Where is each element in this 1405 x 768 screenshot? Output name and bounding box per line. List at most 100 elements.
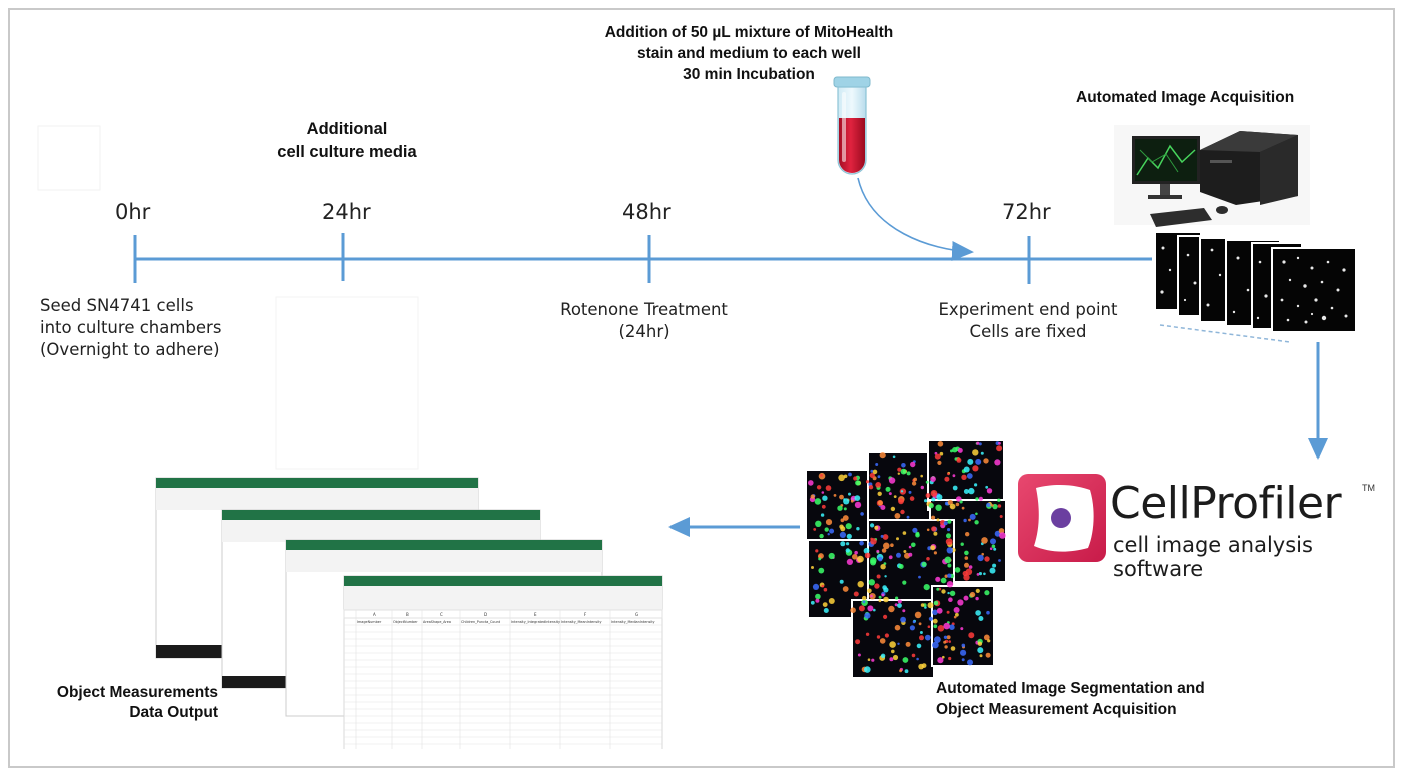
segmented-cell-mark	[953, 607, 960, 613]
segmented-cell-mark	[977, 554, 984, 562]
end-point-note: Experiment end point Cells are fixed	[938, 300, 1118, 341]
segmented-cell-mark	[981, 552, 984, 556]
segmented-cell-mark	[969, 591, 976, 598]
segmented-cell-mark	[984, 590, 990, 596]
segmented-cell-mark	[897, 603, 902, 608]
segmented-cell-mark	[900, 468, 907, 475]
segmented-cell-mark	[918, 663, 924, 670]
segmented-cell-mark	[963, 466, 970, 473]
segmented-cell-mark	[935, 504, 942, 511]
segmented-cell-mark	[975, 588, 980, 594]
segmented-cell-mark	[819, 533, 824, 539]
segmented-cell-mark	[888, 605, 895, 613]
segmented-cell-mark	[839, 579, 844, 584]
segmented-cell-mark	[963, 518, 967, 523]
segmented-cell-mark	[994, 459, 1001, 466]
segmented-cell-mark	[883, 542, 890, 550]
segmented-cell-mark	[987, 639, 991, 643]
cellprofiler-trademark: TM	[1362, 483, 1375, 493]
segmented-cell-mark	[936, 587, 940, 591]
segmented-cell-mark	[856, 527, 860, 531]
segmented-cell-mark	[931, 497, 936, 502]
segmented-cell-mark	[897, 642, 900, 645]
segmented-cell-mark	[818, 557, 822, 561]
segmented-cell-mark	[956, 457, 962, 463]
segmented-cell-mark	[992, 563, 997, 568]
segmented-cell-mark	[943, 521, 948, 526]
sheet-header-cell: Intensity_MedianIntensity	[611, 620, 655, 624]
segmented-cell-mark	[897, 467, 902, 472]
segmented-cell-mark	[927, 602, 934, 609]
sheet-header-cell: ObjectNumber	[393, 620, 418, 624]
segmented-cell-mark	[941, 589, 946, 594]
segmented-cell-mark	[870, 594, 873, 598]
sheet-column-letter: D	[484, 612, 487, 617]
rotenone-note: Rotenone Treatment (24hr)	[560, 300, 728, 341]
segmented-cell-mark	[936, 494, 943, 501]
segmented-cell-mark	[854, 501, 862, 509]
segmented-cell-mark	[839, 494, 844, 500]
segmented-cell-mark	[977, 641, 983, 646]
segmented-cell-mark	[963, 595, 969, 601]
sheet-column-letter: G	[635, 612, 638, 617]
segmented-cell-mark	[974, 520, 979, 525]
segmented-cell-mark	[919, 635, 924, 641]
segmented-cell-mark	[969, 513, 976, 520]
segmented-cell-mark	[947, 472, 950, 476]
segmented-cell-mark	[876, 549, 880, 553]
segmented-cell-mark	[903, 550, 907, 553]
segmented-cell-mark	[885, 486, 891, 492]
segmented-cell-mark	[908, 490, 912, 494]
segmented-cell-mark	[975, 497, 979, 501]
segmented-cell-mark	[867, 658, 871, 661]
segmented-cell-mark	[842, 586, 849, 592]
segmented-cell-mark	[867, 605, 874, 612]
segmented-cell-mark	[932, 609, 938, 616]
segmented-cell-mark	[821, 504, 826, 509]
segmentation-images-collage	[805, 439, 1007, 679]
segmented-cell-mark	[924, 499, 928, 503]
segmented-cell-mark	[877, 491, 882, 496]
segmented-cell-mark	[962, 570, 968, 577]
segmentation-label: Automated Image Segmentation and Object …	[936, 680, 1205, 718]
segmented-cell-mark	[975, 512, 978, 516]
segmented-cell-mark	[976, 441, 980, 445]
segmented-cell-mark	[840, 541, 846, 547]
segmented-cell-mark	[904, 669, 909, 674]
segmented-cell-mark	[978, 616, 984, 621]
segmented-cell-mark	[840, 526, 846, 532]
segmented-cell-mark	[960, 542, 964, 546]
segmented-cell-mark	[948, 640, 951, 643]
segmented-cell-mark	[899, 669, 903, 673]
seed-cells-note: Seed SN4741 cells into culture chambers …	[40, 296, 222, 359]
segmented-cell-mark	[950, 449, 953, 453]
segmented-cell-mark	[878, 595, 882, 599]
segmented-cell-mark	[912, 527, 918, 533]
segmented-cell-mark	[911, 653, 916, 658]
segmented-cell-mark	[999, 515, 1003, 518]
segmented-cell-mark	[935, 576, 941, 582]
segmented-cell-mark	[906, 471, 911, 476]
segmented-cell-mark	[977, 647, 984, 654]
segmented-cell-mark	[900, 509, 905, 515]
segmented-cell-mark	[944, 645, 948, 649]
segmented-cell-mark	[815, 520, 822, 527]
sheet-column-letter: C	[440, 612, 443, 617]
segmented-cell-mark	[820, 474, 823, 477]
segmented-cell-mark	[914, 611, 922, 619]
segmented-cell-mark	[986, 502, 991, 508]
segmented-cell-mark	[870, 538, 877, 545]
segmented-cell-mark	[912, 620, 916, 624]
segmented-cell-mark	[985, 652, 991, 658]
segmented-cell-mark	[828, 552, 835, 560]
segmented-cell-mark	[956, 496, 962, 502]
segmented-cell-mark	[943, 635, 948, 639]
placeholder-box	[275, 296, 419, 470]
segmented-cell-mark	[981, 537, 988, 544]
sheet-column-letter: E	[534, 612, 537, 617]
segmented-cell-mark	[880, 564, 886, 570]
segmented-cell-mark	[975, 458, 982, 465]
segmented-cell-mark	[823, 587, 828, 592]
segmented-cell-mark	[854, 495, 861, 501]
segmented-cell-mark	[880, 653, 886, 658]
